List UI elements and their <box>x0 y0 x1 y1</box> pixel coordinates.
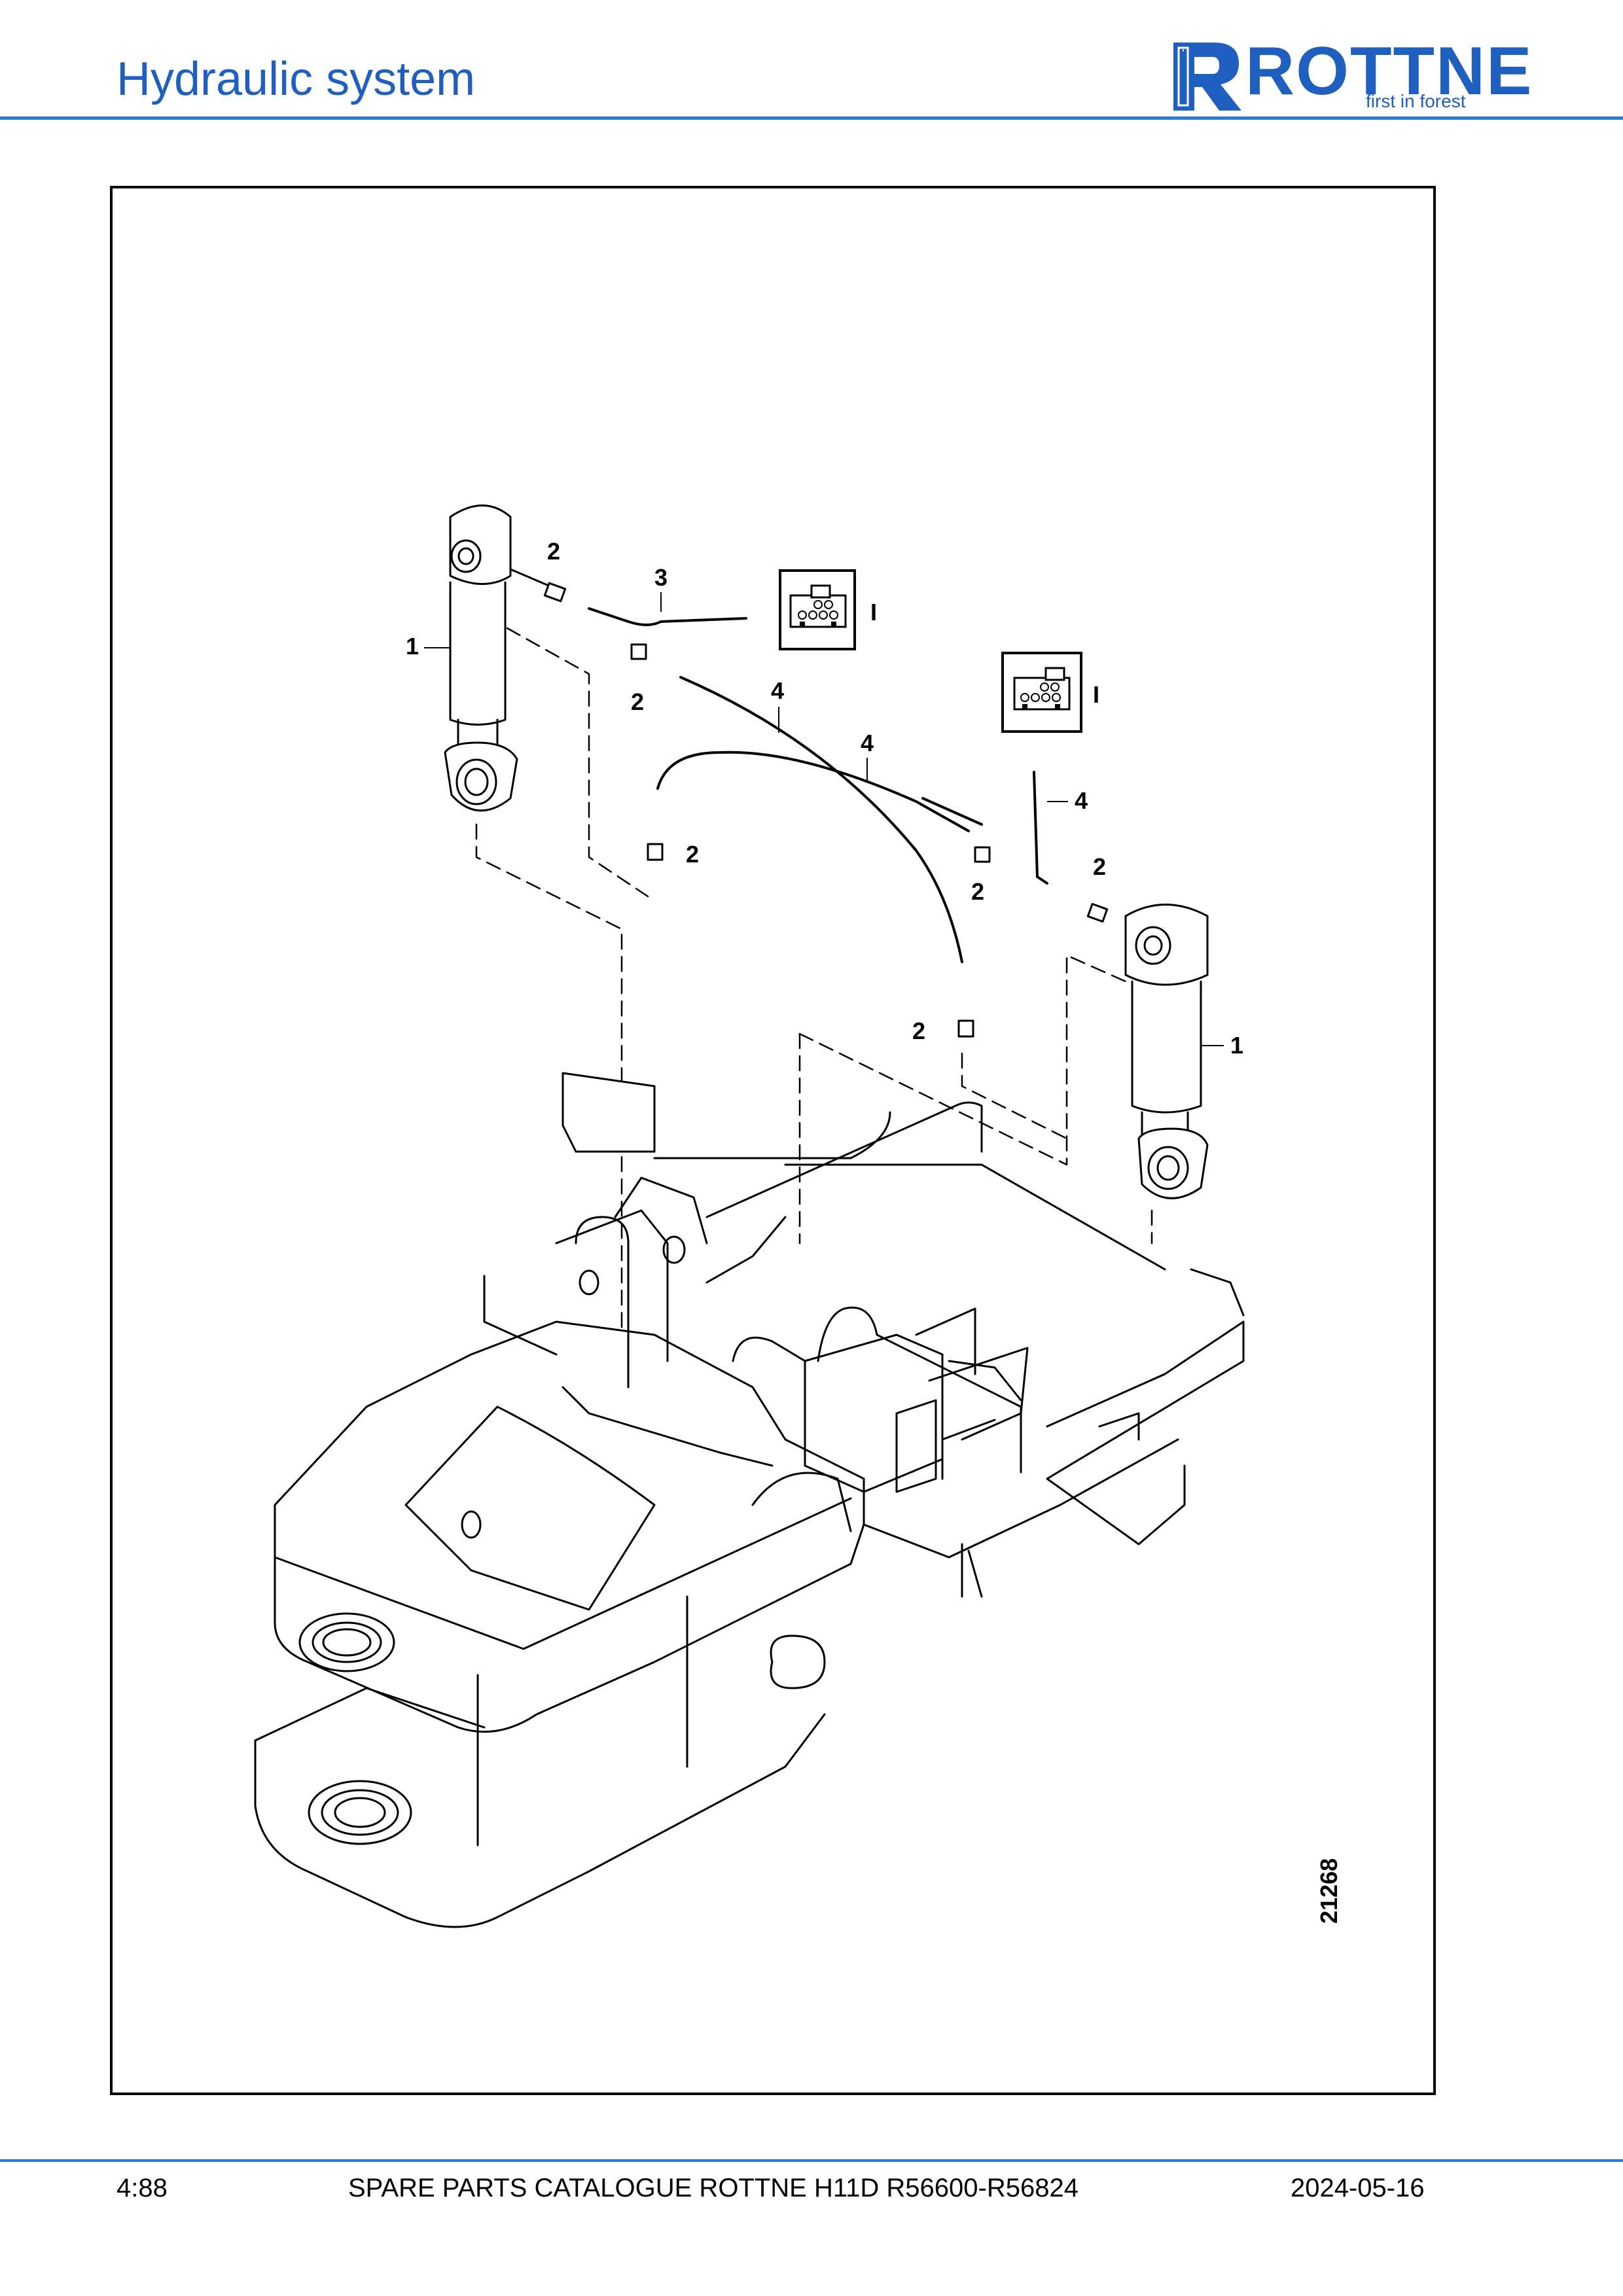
callout-2-e: 2 <box>1093 853 1106 880</box>
callout-4-a: 4 <box>771 677 784 704</box>
callout-2-a: 2 <box>547 538 560 565</box>
left-cylinder <box>444 504 558 812</box>
footer-page-number: 4:88 <box>116 2174 168 2202</box>
callout-2-f: 2 <box>912 1017 925 1044</box>
callouts: 1 1 2 2 2 2 2 2 3 4 4 4 <box>406 538 1243 1059</box>
hoses <box>588 607 1048 963</box>
connector-symbol-1: I <box>779 569 877 650</box>
machine-frame <box>254 1072 1245 1928</box>
connector-label-1: I <box>870 599 877 626</box>
rottne-logo: ROTTNE first in forest <box>1168 36 1532 115</box>
rottne-r-mark-icon <box>1173 43 1241 111</box>
footer-date: 2024-05-16 <box>1291 2174 1425 2202</box>
callout-3: 3 <box>654 564 668 591</box>
callout-2-b: 2 <box>631 688 644 715</box>
callout-4-b: 4 <box>861 730 874 756</box>
footer-rule <box>0 2159 1623 2162</box>
callout-1-right: 1 <box>1230 1032 1243 1059</box>
callout-4-c: 4 <box>1075 787 1088 814</box>
fittings <box>543 582 1109 1038</box>
callout-1-left: 1 <box>406 633 419 660</box>
callout-2-d: 2 <box>971 878 984 905</box>
header-rule <box>0 116 1623 120</box>
figure-number: 21268 <box>1315 1858 1342 1924</box>
footer-catalogue-title: SPARE PARTS CATALOGUE ROTTNE H11D R56600… <box>348 2174 1079 2202</box>
page-title: Hydraulic system <box>116 53 476 105</box>
connector-label-2: I <box>1093 681 1099 708</box>
connector-symbol-2: I <box>1001 652 1099 733</box>
right-cylinder <box>1124 904 1209 1199</box>
drawing-frame <box>110 186 1436 2095</box>
logo-wordmark: ROTTNE <box>1245 33 1533 109</box>
callout-2-c: 2 <box>686 841 699 868</box>
logo-tagline: first in forest <box>1366 91 1466 111</box>
assembly-leaders <box>475 627 1153 1349</box>
